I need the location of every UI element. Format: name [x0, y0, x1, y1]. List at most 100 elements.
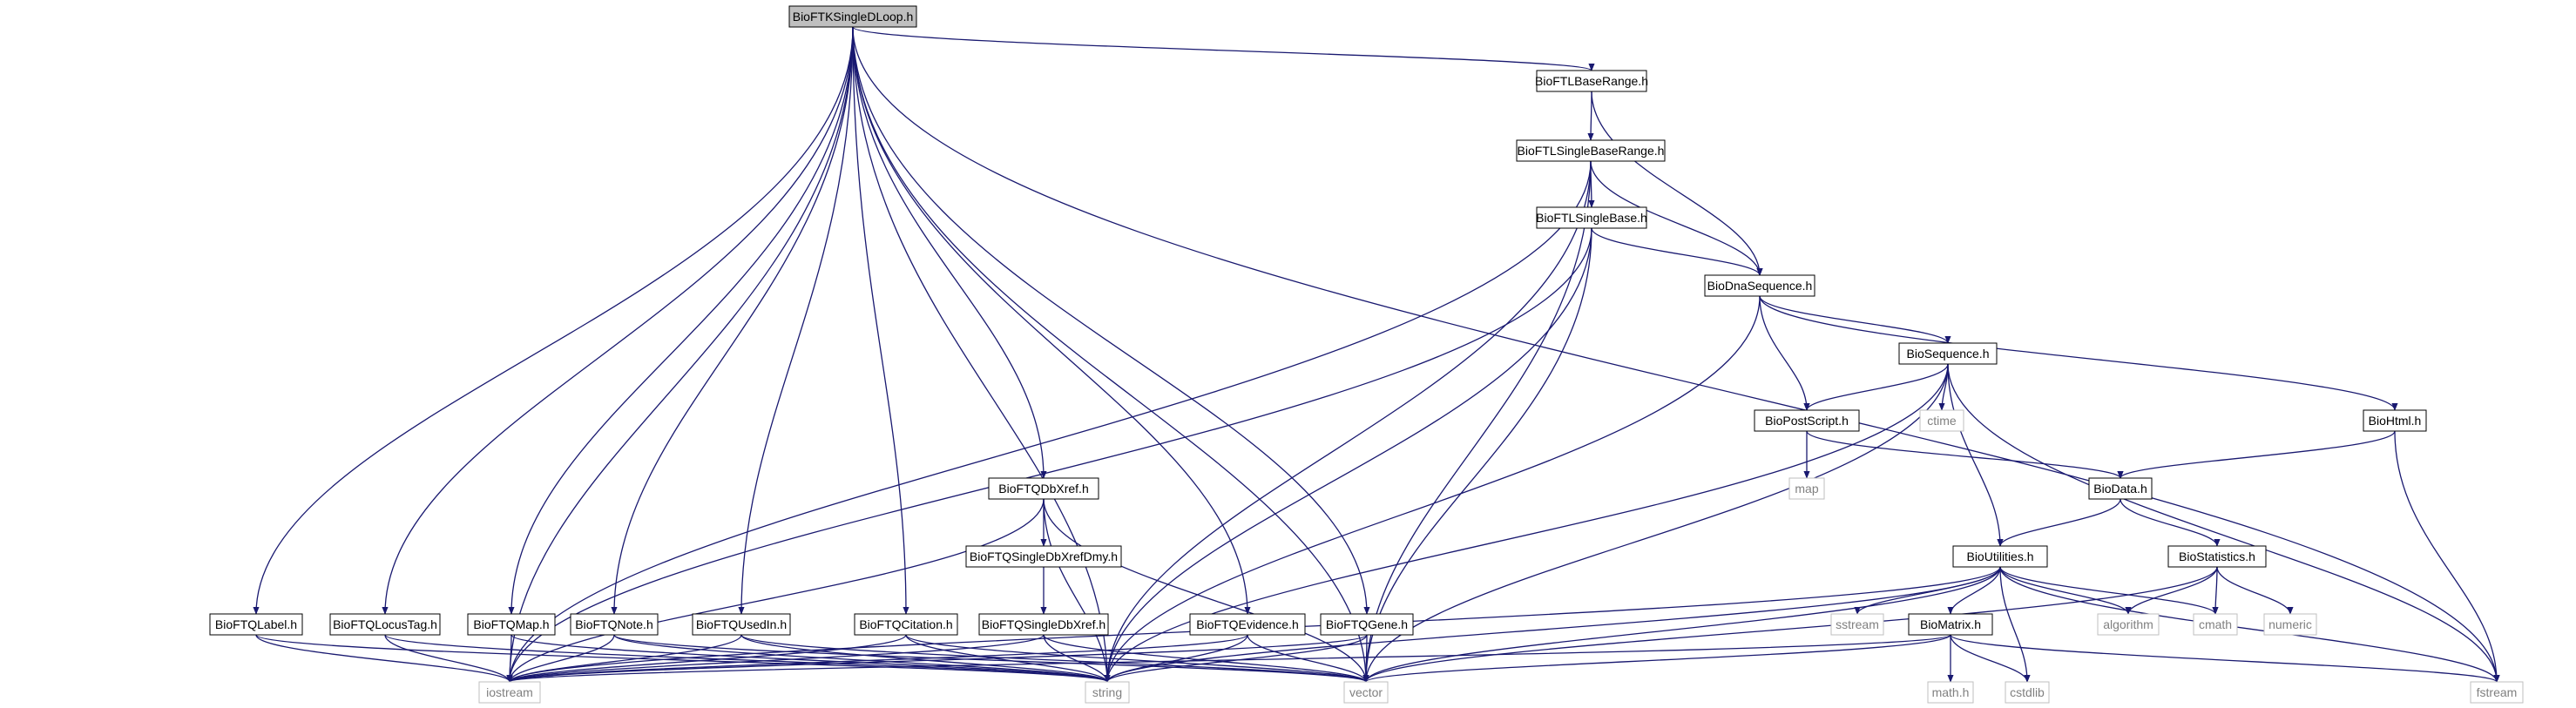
node-ctime-box [1919, 409, 1964, 432]
node-label-box [209, 613, 303, 636]
edge-singlebaserange-to-iostream [506, 160, 1592, 683]
edge-data-to-utilities [1997, 498, 2121, 547]
edge-root-to-vector [852, 26, 1369, 683]
node-root-box [788, 5, 917, 28]
node-dbxref[interactable]: BioFTQDbXref.h [988, 477, 1099, 500]
edge-root-to-dbxref [852, 26, 1047, 479]
node-gene[interactable]: BioFTQGene.h [1320, 613, 1414, 636]
edge-data-to-statistics [2120, 498, 2221, 547]
node-vector-box [1343, 681, 1389, 704]
node-locustag-box [329, 613, 441, 636]
node-singlebaserange-box [1516, 139, 1666, 162]
edge-utilities-to-vector [1362, 566, 2001, 683]
edge-gene-to-string [1104, 634, 1368, 683]
edge-evidence-to-vector [1247, 634, 1369, 683]
edge-label-to-iostream [255, 634, 513, 683]
node-fstream: fstream [2470, 681, 2524, 704]
node-root[interactable]: BioFTKSingleDLoop.h [788, 5, 917, 28]
node-cmath-box [2193, 613, 2238, 636]
node-gene-box [1320, 613, 1414, 636]
node-map: map [1788, 477, 1825, 500]
edge-sequence-to-postscript [1803, 363, 1949, 411]
node-evidence[interactable]: BioFTQEvidence.h [1189, 613, 1306, 636]
edge-singlebaserange-to-vector [1362, 160, 1592, 683]
node-html-label: BioHtml.h [2369, 414, 2422, 428]
node-usedin-label: BioFTQUsedIn.h [696, 617, 787, 631]
edge-label-to-string [255, 634, 1111, 683]
node-html[interactable]: BioHtml.h [2363, 409, 2427, 432]
node-singledbxref[interactable]: BioFTQSingleDbXref.h [978, 613, 1109, 636]
node-utilities[interactable]: BioUtilities.h [1952, 545, 2048, 568]
node-singlebase[interactable]: BioFTLSingleBase.h [1536, 206, 1647, 229]
node-statistics-box [2167, 545, 2267, 568]
node-note[interactable]: BioFTQNote.h [570, 613, 659, 636]
node-data-box [2088, 477, 2153, 500]
node-postscript-label: BioPostScript.h [1765, 414, 1849, 428]
node-label[interactable]: BioFTQLabel.h [209, 613, 303, 636]
edge-singledbxref-to-vector [1043, 634, 1369, 683]
node-matrix[interactable]: BioMatrix.h [1908, 613, 1993, 636]
node-citation[interactable]: BioFTQCitation.h [854, 613, 958, 636]
node-fstream-box [2470, 681, 2524, 704]
node-sstream: sstream [1830, 613, 1884, 636]
edge-dnaseq-to-html [1759, 295, 2398, 411]
node-map-label: map [1795, 482, 1818, 496]
edge-citation-to-vector [905, 634, 1369, 683]
node-iostream-box [478, 681, 541, 704]
node-dnaseq-box [1704, 274, 1815, 297]
node-algorithm-box [2097, 613, 2160, 636]
edge-utilities-to-matrix [1947, 566, 2001, 615]
node-locustag[interactable]: BioFTQLocusTag.h [329, 613, 441, 636]
edge-evidence-to-iostream [506, 634, 1248, 683]
node-usedin[interactable]: BioFTQUsedIn.h [692, 613, 791, 636]
edge-root-to-fstream [852, 26, 2500, 683]
node-cmath: cmath [2193, 613, 2238, 636]
edge-singlebase-to-string [1104, 227, 1592, 683]
node-utilities-label: BioUtilities.h [1966, 550, 2033, 563]
edge-utilities-to-algorithm [1999, 566, 2132, 615]
node-data-label: BioData.h [2093, 482, 2147, 496]
node-singledbxrefdmy[interactable]: BioFTQSingleDbXrefDmy.h [965, 545, 1122, 568]
edge-postscript-to-data [1806, 430, 2124, 479]
node-cstdlib-label: cstdlib [2010, 685, 2045, 699]
node-dnaseq[interactable]: BioDnaSequence.h [1704, 274, 1815, 297]
node-statistics[interactable]: BioStatistics.h [2167, 545, 2267, 568]
node-singlebaserange[interactable]: BioFTLSingleBaseRange.h [1516, 139, 1666, 162]
node-qmap[interactable]: BioFTQMap.h [467, 613, 556, 636]
node-note-box [570, 613, 659, 636]
edge-locustag-to-iostream [384, 634, 513, 683]
edge-matrix-to-cstdlib [1950, 634, 2031, 683]
edge-singledbxref-to-iostream [506, 634, 1045, 683]
node-iostream: iostream [478, 681, 541, 704]
node-baserange-box [1536, 70, 1647, 92]
node-singledbxrefdmy-label: BioFTQSingleDbXrefDmy.h [970, 550, 1118, 563]
edge-utilities-to-sstream [1854, 566, 2001, 615]
edge-utilities-to-fstream [1999, 566, 2500, 683]
edge-gene-to-iostream [506, 634, 1368, 683]
edge-root-to-gene [852, 26, 1370, 615]
node-statistics-label: BioStatistics.h [2179, 550, 2255, 563]
edge-root-to-evidence [852, 26, 1251, 615]
edge-gene-to-vector [1362, 634, 1369, 683]
node-utilities-box [1952, 545, 2048, 568]
edge-note-to-string [613, 634, 1111, 683]
node-sequence[interactable]: BioSequence.h [1898, 342, 1998, 365]
node-singledbxrefdmy-box [965, 545, 1122, 568]
edge-root-to-iostream [506, 26, 854, 683]
node-qmap-box [467, 613, 556, 636]
edge-singlebase-to-dnaseq [1591, 227, 1763, 276]
node-singledbxref-box [978, 613, 1109, 636]
edge-citation-to-string [905, 634, 1111, 683]
edge-root-to-baserange [852, 26, 1595, 71]
node-vector-label: vector [1349, 685, 1383, 699]
node-iostream-label: iostream [486, 685, 533, 699]
edge-dnaseq-to-postscript [1759, 295, 1810, 411]
edge-citation-to-iostream [506, 634, 907, 683]
node-string-label: string [1092, 685, 1122, 699]
node-data[interactable]: BioData.h [2088, 477, 2153, 500]
node-matrix-label: BioMatrix.h [1920, 617, 1981, 631]
node-label-label: BioFTQLabel.h [215, 617, 297, 631]
node-postscript[interactable]: BioPostScript.h [1754, 409, 1860, 432]
edge-dnaseq-to-string [1104, 295, 1761, 683]
node-baserange[interactable]: BioFTLBaseRange.h [1535, 70, 1648, 92]
